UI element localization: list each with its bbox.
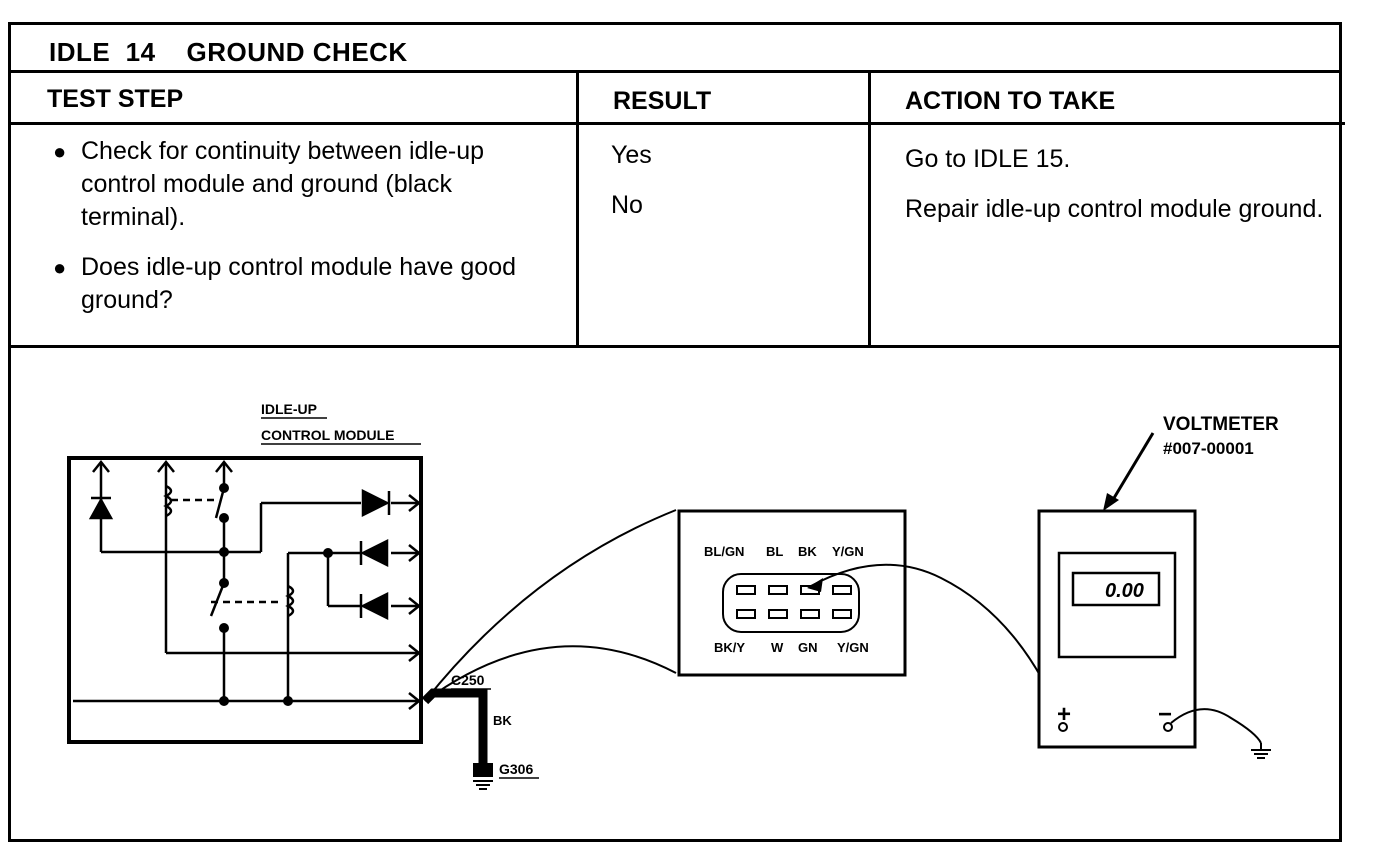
pin-label-top: BL/GN [704,544,744,559]
pin-label-top: Y/GN [832,544,864,559]
test-step-header: TEST STEP [11,73,576,125]
bullet-icon: ● [53,255,67,280]
test-step-column: TEST STEP ● Check for continuity between… [11,73,579,345]
test-step-header-label: TEST STEP [47,85,184,113]
module-label-line1: IDLE-UP [261,401,317,417]
action-yes: Go to IDLE 15. [905,145,1071,173]
procedure-table: TEST STEP ● Check for continuity between… [11,73,1345,348]
ground-id: G306 [499,761,533,777]
minus-terminal [1163,722,1173,732]
module-label-line2: CONTROL MODULE [261,427,395,443]
pin-label-bottom: GN [798,640,818,655]
pin-label-top: BK [798,544,817,559]
test-step-item: ● Does idle-up control module have good … [53,251,551,317]
junction-dots [219,483,333,706]
voltmeter-label-line2: #007-00001 [1163,439,1254,458]
plus-terminal-label: + [1057,701,1071,728]
connector-detail: BL/GN BL BK Y/GN BK/Y W GN Y/GN [677,509,907,677]
wire-color-label: BK [493,713,512,728]
wiring-diagram: IDLE-UP CONTROL MODULE [11,348,1339,842]
ground-icon [1251,743,1271,759]
title-row: IDLE 14 GROUND CHECK [11,25,1339,73]
pin-label-bottom: W [771,640,784,655]
action-header-label: ACTION TO TAKE [905,87,1116,115]
probe-tip-icon [807,578,823,592]
probe-lead [810,563,1064,724]
plus-terminal [1058,722,1068,732]
ground-terminal [473,763,493,777]
procedure-frame: IDLE 14 GROUND CHECK TEST STEP ● Check f… [8,22,1345,842]
ground-lead [1170,708,1262,744]
connector-id: C250 [451,672,485,688]
result-column: RESULT Yes No [579,73,871,345]
action-no: Repair idle-up control module ground. [905,195,1324,223]
pin-label-bottom: BK/Y [714,640,745,655]
result-no: No [611,191,643,219]
meter-reading: 0.00 [1105,580,1144,602]
action-header: ACTION TO TAKE [871,73,1345,125]
test-step-text: Does idle-up control module have good gr… [81,253,516,314]
result-yes: Yes [611,141,652,169]
minus-terminal-label: − [1158,701,1172,728]
voltmeter: 0.00 + − [1037,509,1197,749]
diagram-svg: IDLE-UP CONTROL MODULE [67,401,1279,790]
result-header-label: RESULT [613,87,712,115]
test-step-item: ● Check for continuity between idle-up c… [53,135,551,234]
test-step-text: Check for continuity between idle-up con… [81,137,485,231]
voltmeter-label-line1: VOLTMETER [1163,414,1279,435]
bullet-icon: ● [53,139,67,164]
pin-label-bottom: Y/GN [837,640,869,655]
result-header: RESULT [579,73,868,125]
action-column: ACTION TO TAKE Go to IDLE 15. Repair idl… [871,73,1345,345]
page-title: IDLE 14 GROUND CHECK [49,37,408,67]
pin-label-top: BL [766,544,783,559]
idle-up-control-module [67,456,423,744]
